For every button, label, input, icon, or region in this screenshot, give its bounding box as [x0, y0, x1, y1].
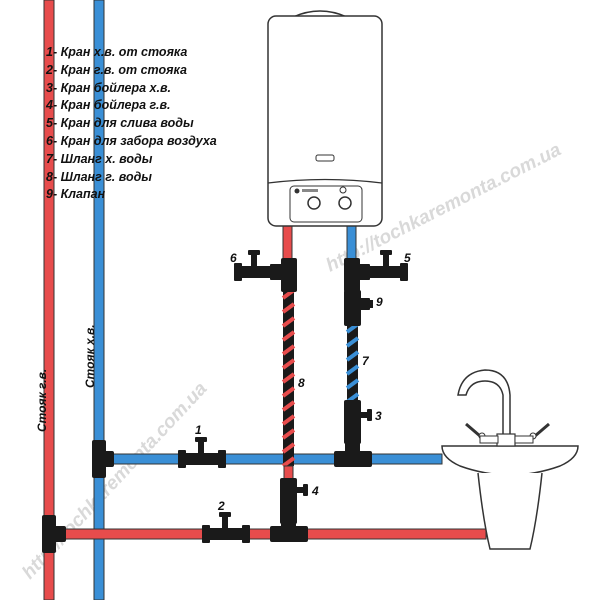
legend-item-7: 7- Шланг х. воды	[46, 151, 153, 166]
cold-riser	[93, 0, 105, 600]
hot-riser-tee	[42, 515, 66, 553]
legend: 1- Кран х.в. от стояка 2- Кран г.в. от с…	[46, 44, 217, 204]
callout-5: 5	[404, 251, 411, 265]
callout-6: 6	[230, 251, 237, 265]
callout-8: 8	[298, 376, 305, 390]
cold-top-tee	[344, 258, 370, 292]
valve-1-cold-riser[interactable]	[178, 437, 226, 468]
heater-cold-inlet	[346, 225, 357, 263]
valve-6-air-intake[interactable]	[234, 250, 274, 281]
hose-7-cold	[345, 322, 360, 404]
cold-riser-tee	[92, 440, 114, 478]
sink	[441, 369, 579, 550]
heater-hot-outlet	[282, 225, 293, 263]
heater-knob-left[interactable]	[307, 196, 321, 210]
valve-5-drain[interactable]	[368, 250, 408, 281]
callout-3: 3	[375, 409, 382, 423]
callout-1: 1	[195, 423, 202, 437]
hot-top-tee	[270, 258, 297, 292]
legend-item-9: 9- Клапан	[46, 187, 106, 202]
legend-item-6: 6- Кран для забора воздуха	[46, 133, 217, 148]
cold-supply-pipe	[103, 453, 443, 465]
heater-knob-right[interactable]	[338, 196, 352, 210]
hose-8-hot	[281, 288, 296, 468]
legend-item-8: 8- Шланг г. воды	[46, 169, 152, 184]
faucet-handle-right[interactable]	[514, 422, 550, 444]
legend-item-5: 5- Кран для слива воды	[46, 116, 194, 131]
cold-line-tee	[334, 442, 372, 467]
legend-item-4: 4- Кран бойлера г.в.	[46, 98, 171, 113]
valve-3-heater-cold[interactable]	[344, 400, 372, 444]
valve-2-hot-riser[interactable]	[202, 512, 250, 543]
valve-4-heater-hot[interactable]	[280, 478, 308, 524]
hot-riser	[43, 0, 55, 600]
faucet-handle-left[interactable]	[465, 422, 499, 444]
valve-9-check	[344, 290, 373, 326]
callout-9: 9	[376, 295, 383, 309]
legend-item-2: 2- Кран г.в. от стояка	[46, 62, 187, 77]
water-heater	[267, 10, 383, 227]
hot-drop-pipe	[283, 465, 294, 481]
callout-2: 2	[217, 499, 225, 513]
callout-7: 7	[362, 354, 370, 368]
callout-4: 4	[311, 484, 319, 498]
cold-riser-label: Стояк х.в.	[83, 324, 97, 388]
hot-riser-label: Стояк г.в.	[35, 369, 49, 432]
legend-item-1: 1- Кран х.в. от стояка	[46, 45, 188, 59]
legend-item-3: 3- Кран бойлера х.в.	[46, 80, 171, 95]
